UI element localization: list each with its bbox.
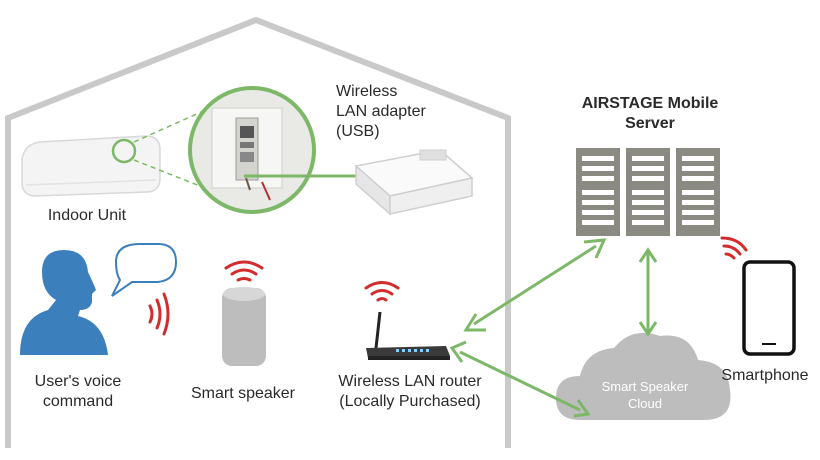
router-wifi-icon [364,281,400,302]
adapter-label-line3: (USB) [336,123,380,140]
router-icon [366,311,450,360]
usb-adapter-icon [354,149,474,216]
router-label-line1: Wireless LAN router [338,373,482,390]
smartphone-label: Smartphone [721,367,809,384]
voice-waves-icon [148,292,170,336]
speaker-wifi-icon [224,260,264,282]
adapter-label-line1: Wireless [336,83,398,100]
user-person-icon [20,250,108,355]
server-label-line1: AIRSTAGE Mobile [581,95,719,112]
server-label: AIRSTAGE Mobile Server [560,94,740,134]
house-outline [5,16,511,448]
arrow-server-cloud [638,247,658,337]
router-label-line2: (Locally Purchased) [339,393,481,410]
voice-label-line1: User's voice [34,373,122,390]
speech-bubble-icon [111,243,178,297]
voice-label-line2: command [42,393,114,410]
server-icon [576,148,720,236]
smartphone-wifi-icon [720,236,748,260]
arrow-router-server [463,238,607,332]
cloud-label-line2: Cloud [628,396,662,411]
adapter-label: Wireless LAN adapter (USB) [336,82,476,142]
cloud-label-line1: Smart Speaker [601,379,689,394]
smart-speaker-icon [222,287,266,366]
cloud-icon [556,332,731,420]
server-label-line2: Server [625,115,675,132]
indoor-unit-icon [21,135,161,197]
arrow-router-cloud [449,340,591,418]
voice-command-label: User's voice command [18,372,138,412]
adapter-closeup-icon [188,86,316,214]
smartphone-icon [742,260,796,356]
smart-speaker-label: Smart speaker [190,385,296,402]
adapter-label-line2: LAN adapter [336,103,426,120]
cloud-label: Smart Speaker Cloud [590,378,700,412]
router-label: Wireless LAN router (Locally Purchased) [322,372,498,412]
indoor-unit-label: Indoor Unit [47,207,127,224]
